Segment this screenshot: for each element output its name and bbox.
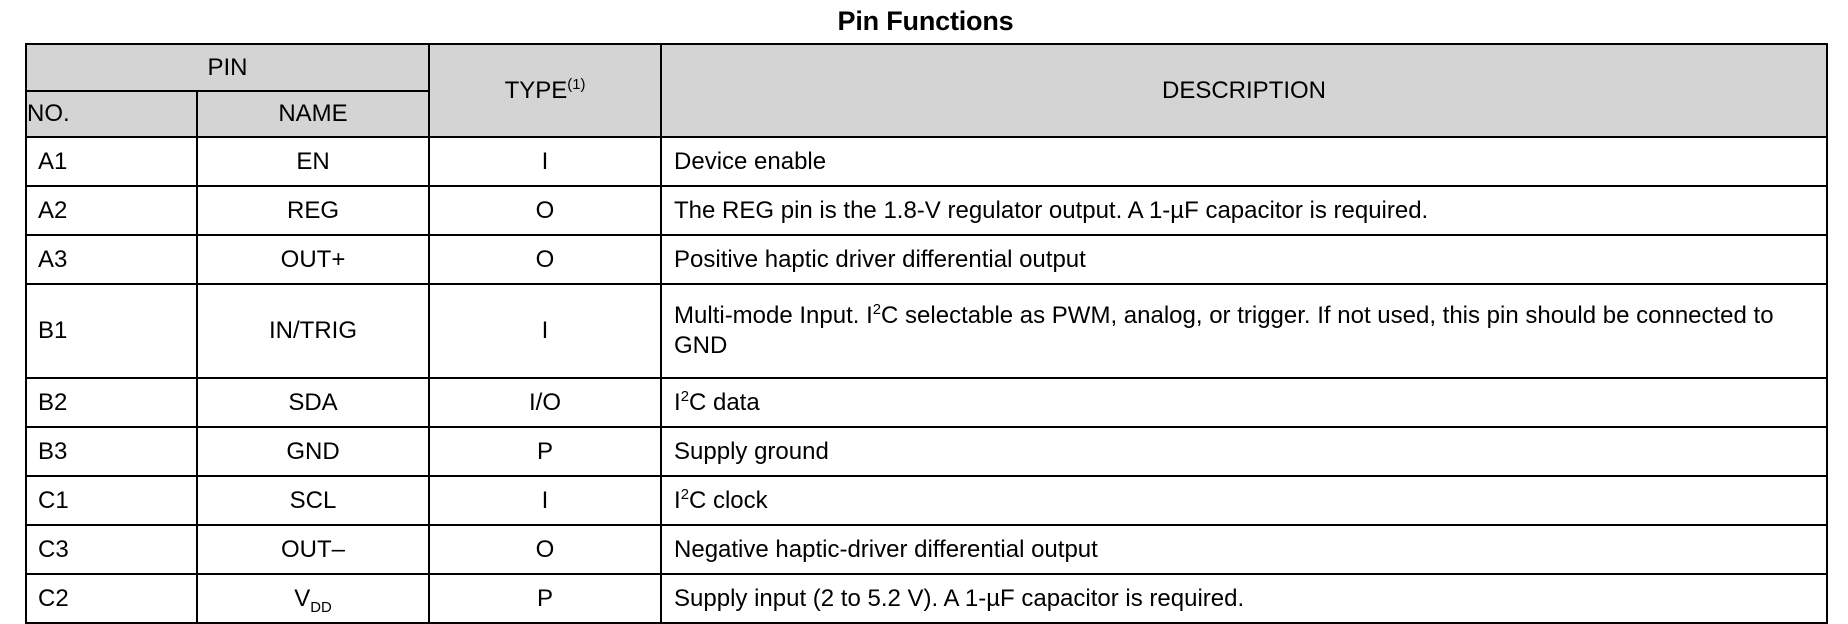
cell-pin-type: I/O [428,377,663,428]
cell-pin-description: Multi-mode Input. I2C selectable as PWM,… [660,283,1829,379]
cell-pin-name: OUT– [195,524,431,575]
cell-pin-name: SDA [195,377,431,428]
cell-pin-name: VDD [195,573,431,624]
cell-pin-description: Supply input (2 to 5.2 V). A 1-µF capaci… [660,573,1829,624]
cell-pin-number: A2 [25,185,198,236]
header-row-group: PIN TYPE(1) DESCRIPTION [24,43,1829,138]
cell-pin-name: SCL [195,475,431,526]
cell-pin-number: B1 [25,283,198,379]
cell-pin-type: P [428,573,663,624]
header-description: DESCRIPTION [660,43,1829,138]
cell-pin-description: Negative haptic-driver differential outp… [660,524,1829,575]
cell-pin-number: B3 [25,426,198,477]
cell-pin-name: IN/TRIG [195,283,431,379]
cell-pin-type: I [428,475,663,526]
cell-pin-description: I2C data [660,377,1829,428]
cell-pin-number: A3 [25,234,198,285]
cell-pin-name: REG [195,185,431,236]
cell-pin-number: B2 [25,377,198,428]
page-title: Pin Functions [837,6,1014,36]
header-name: NAME [195,90,431,138]
cell-pin-name: OUT+ [195,234,431,285]
cell-pin-description: Positive haptic driver differential outp… [660,234,1829,285]
header-row-sub: NO. NAME [25,90,1827,138]
cell-pin-number: A1 [25,136,198,187]
cell-pin-type: O [428,234,663,285]
cell-pin-name-base: V [294,584,311,612]
cell-pin-number: C1 [25,475,198,526]
cell-pin-type: O [428,185,663,236]
cell-pin-number: C3 [25,524,198,575]
cell-pin-type: I [428,136,663,187]
cell-pin-type: P [428,426,663,477]
header-type-footnote: (1) [567,76,586,93]
cell-pin-description: The REG pin is the 1.8-V regulator outpu… [660,185,1829,236]
table-header: PIN TYPE(1) DESCRIPTION NO. NAME [24,43,1829,138]
cell-pin-name-subscript: DD [310,599,332,616]
cell-pin-number: C2 [25,573,198,624]
cell-pin-name: GND [195,426,431,477]
header-type-label: TYPE [504,76,568,104]
header-type: TYPE(1) [428,43,663,138]
cell-pin-type: I [428,283,663,379]
header-no: NO. [25,90,198,138]
header-pin-group: PIN [24,43,431,92]
cell-pin-description: Device enable [660,136,1829,187]
cell-pin-name: EN [195,136,431,187]
cell-pin-type: O [428,524,663,575]
cell-pin-description: Supply ground [660,426,1829,477]
cell-pin-description: I2C clock [660,475,1829,526]
